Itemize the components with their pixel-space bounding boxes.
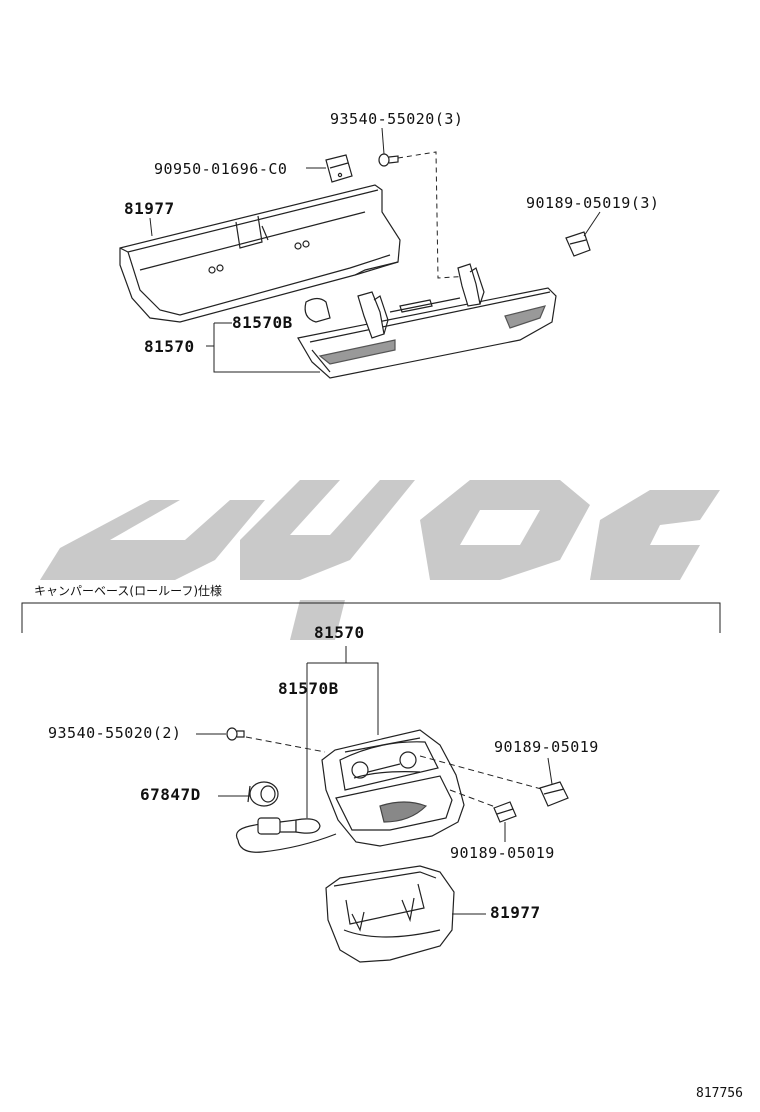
- bulb-81570B-top: [304, 297, 331, 323]
- top-assembly: [119, 151, 591, 379]
- lamp-81570-bottom: [321, 729, 465, 847]
- reference-number: 817756: [696, 1086, 743, 1101]
- label-81977-top: 81977: [124, 199, 175, 218]
- top-leaders: [149, 127, 601, 373]
- screw-93540-bottom: [226, 727, 245, 741]
- label-81570b-top: 81570B: [232, 313, 293, 332]
- bottom-bracket: [21, 602, 721, 633]
- label-67847d: 67847D: [140, 785, 201, 804]
- bottom-leaders: [196, 646, 553, 915]
- variant-caption: キャンパーベース(ロールーフ)仕様: [34, 584, 223, 598]
- label-90189-05019-3: 90189-05019(3): [526, 194, 660, 212]
- cover-81977-top: [119, 184, 401, 323]
- bottom-assembly: [226, 727, 569, 963]
- lamp-81570-top: [297, 263, 557, 379]
- label-93540-55020-2: 93540-55020(2): [48, 724, 182, 742]
- label-81977-bottom: 81977: [490, 903, 541, 922]
- grommet-67847D: [247, 781, 279, 807]
- clip-90189-right: [539, 781, 569, 807]
- clip-90189-top: [565, 231, 591, 257]
- clip-90950: [325, 154, 353, 183]
- clip-90189-lower: [493, 801, 517, 823]
- cover-81977-bottom: [325, 865, 455, 963]
- socket-wire: [235, 817, 337, 853]
- screw-93540-top: [378, 153, 399, 167]
- label-90189-05019-right: 90189-05019: [494, 738, 599, 756]
- label-81570-bottom: 81570: [314, 623, 365, 642]
- label-90950-01696-c0: 90950-01696-C0: [154, 160, 288, 178]
- label-93540-55020-3: 93540-55020(3): [330, 110, 464, 128]
- label-81570-top: 81570: [144, 337, 195, 356]
- label-81570b-bottom: 81570B: [278, 679, 339, 698]
- watermark-logo: [40, 480, 720, 640]
- label-90189-05019-lower: 90189-05019: [450, 844, 555, 862]
